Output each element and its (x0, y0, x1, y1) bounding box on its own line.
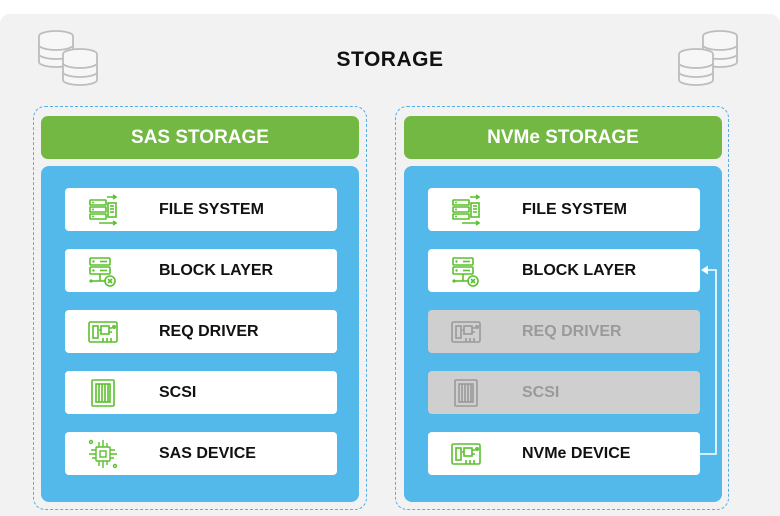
database-icon-left (36, 28, 102, 95)
layer-label: BLOCK LAYER (522, 261, 637, 279)
database-icon-right (676, 28, 742, 95)
nvme-storage-panel (395, 106, 729, 510)
sas-layer-req-driver: REQ DRIVER (65, 310, 337, 353)
layer-label: FILE SYSTEM (159, 200, 264, 218)
nvme-layer-block-layer: BLOCK LAYER (428, 249, 700, 292)
sas-storage-stack: FILE SYSTEM BLOCK LAYER REQ DRIVER SCSI … (41, 166, 359, 502)
sas-storage-panel (33, 106, 367, 510)
nvme-storage-header: NVMe STORAGE (404, 116, 722, 159)
layer-label: SAS DEVICE (159, 444, 256, 462)
sas-layer-file-system: FILE SYSTEM (65, 188, 337, 231)
layer-label: BLOCK LAYER (159, 261, 274, 279)
nvme-layer-device: NVMe DEVICE (428, 432, 700, 475)
diagram-title: STORAGE (336, 48, 444, 71)
sas-storage-header: SAS STORAGE (41, 116, 359, 159)
sas-layer-scsi: SCSI (65, 371, 337, 414)
layer-label: REQ DRIVER (159, 322, 259, 340)
layer-label: FILE SYSTEM (522, 200, 627, 218)
nvme-storage-stack: FILE SYSTEM BLOCK LAYER REQ DRIVER SCSI … (404, 166, 722, 502)
layer-label: SCSI (159, 383, 197, 401)
sas-layer-device: SAS DEVICE (65, 432, 337, 475)
sas-layer-block-layer: BLOCK LAYER (65, 249, 337, 292)
nvme-layer-req-driver-bypassed: REQ DRIVER (428, 310, 700, 353)
layer-label: NVMe DEVICE (522, 444, 631, 462)
nvme-layer-file-system: FILE SYSTEM (428, 188, 700, 231)
layer-label: SCSI (522, 383, 560, 401)
layer-label: REQ DRIVER (522, 322, 622, 340)
nvme-layer-scsi-bypassed: SCSI (428, 371, 700, 414)
